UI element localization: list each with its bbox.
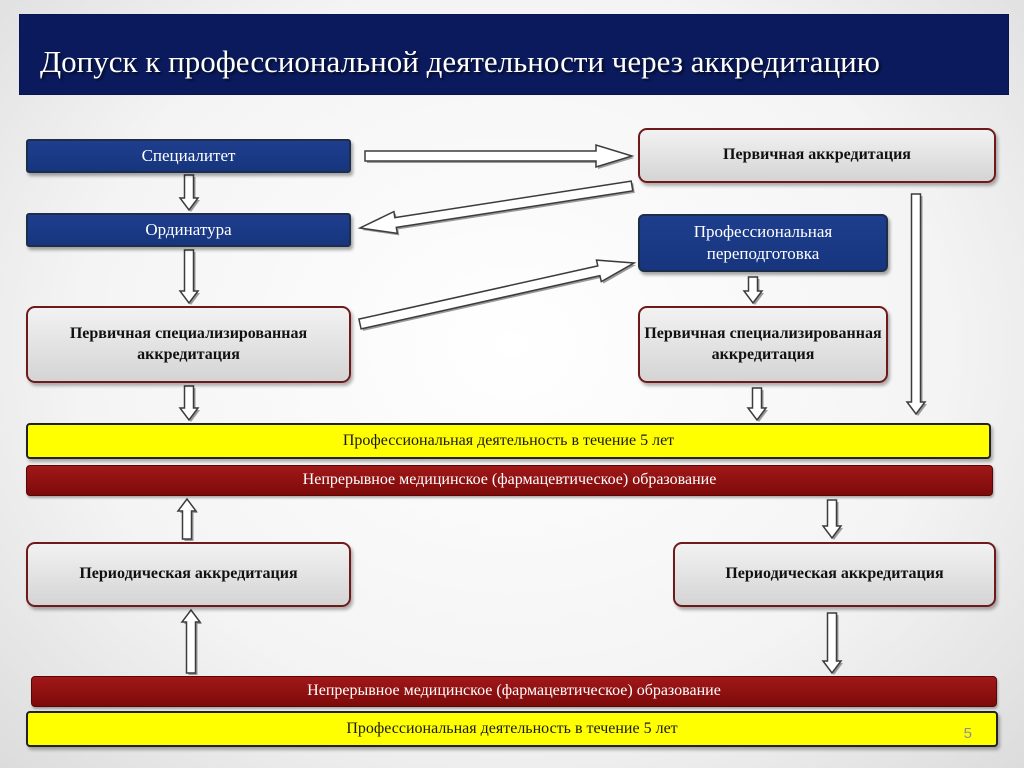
arrow-retraining-to-right-specialized	[742, 276, 764, 305]
arrow-cme2-to-left-periodic	[180, 608, 202, 674]
arrow-left-specialized-to-retraining	[358, 259, 637, 330]
page-title: Допуск к профессиональной деятельности ч…	[40, 43, 880, 79]
arrow-cme1-to-right-periodic	[821, 499, 843, 540]
arrow-ordinatura-to-primary-specialized	[178, 249, 200, 305]
arrow-right-specialized-to-activity	[746, 387, 768, 422]
band-prof-activity-2: Профессиональная деятельность в течение …	[26, 711, 998, 747]
band-prof-activity-1-label: Профессиональная деятельность в течение …	[342, 431, 675, 449]
band-cme-2: Непрерывное медицинское (фармацевтическо…	[31, 676, 997, 707]
box-ordinatura-label: Ординатура	[145, 219, 232, 239]
arrow-primary-accreditation-to-activity	[905, 193, 927, 416]
arrow-left-specialized-to-activity	[178, 385, 200, 422]
box-left-periodic-label: Периодическая аккредитация	[79, 565, 298, 583]
band-cme-1: Непрерывное медицинское (фармацевтическо…	[26, 465, 993, 496]
arrow-specialitet-to-primary-accreditation	[364, 143, 635, 169]
box-specialitet-label: Специалитет	[141, 145, 236, 165]
band-cme-2-label: Непрерывное медицинское (фармацевтическо…	[307, 682, 721, 700]
box-ordinatura: Ординатура	[26, 213, 351, 247]
band-cme-1-label: Непрерывное медицинское (фармацевтическо…	[302, 471, 717, 489]
box-left-primary-specialized: Первичная специализированная аккредитаци…	[26, 306, 351, 383]
box-retraining: Профессиональная переподготовка	[638, 214, 888, 272]
box-right-primary-specialized-label: Первичная специализированная аккредитаци…	[644, 324, 882, 363]
box-specialitet: Специалитет	[26, 139, 351, 173]
box-left-periodic: Периодическая аккредитация	[26, 542, 351, 607]
box-primary-accreditation: Первичная аккредитация	[638, 128, 996, 183]
box-right-periodic-label: Периодическая аккредитация	[725, 565, 944, 583]
arrow-specialitet-to-ordinatura	[178, 174, 200, 212]
band-prof-activity-1: Профессиональная деятельность в течение …	[26, 423, 991, 459]
page-number: 5	[963, 725, 972, 742]
box-retraining-label: Профессиональная переподготовка	[693, 221, 833, 263]
band-prof-activity-2-label: Профессиональная деятельность в течение …	[346, 719, 678, 737]
title-bar: Допуск к профессиональной деятельности ч…	[19, 14, 1009, 95]
box-primary-accreditation-label: Первичная аккредитация	[723, 146, 911, 164]
box-right-periodic: Периодическая аккредитация	[673, 542, 996, 607]
arrow-left-periodic-to-cme	[176, 497, 198, 540]
box-left-primary-specialized-label: Первичная специализированная аккредитаци…	[69, 324, 308, 363]
arrow-primary-accreditation-to-ordinatura	[357, 180, 634, 235]
box-right-primary-specialized: Первичная специализированная аккредитаци…	[638, 306, 888, 383]
arrow-right-periodic-to-cme2	[821, 612, 843, 675]
